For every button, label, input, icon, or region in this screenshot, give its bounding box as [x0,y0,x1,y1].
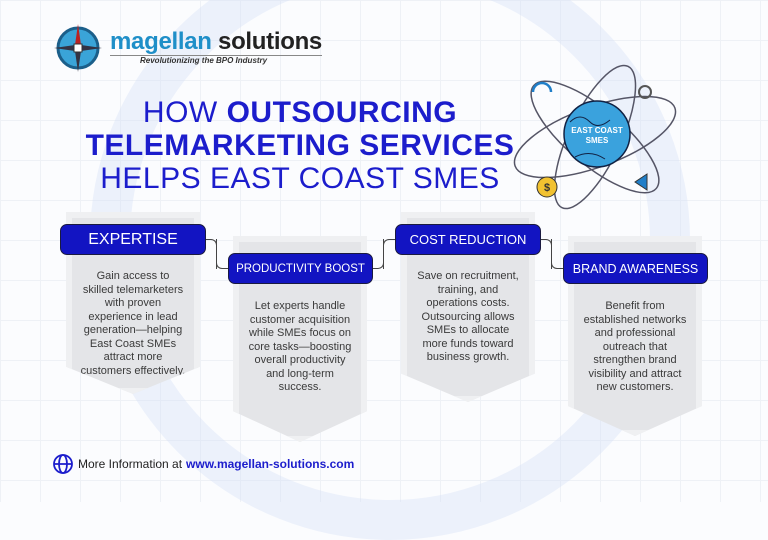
title-line1b: OUTSOURCING [226,96,458,129]
footer-label: More Information at [78,457,183,471]
logo-name-b: solutions [218,28,322,55]
card-brand-title: BRAND AWARENESS [563,253,708,284]
globe-icon [53,454,73,474]
card-text: Benefit from established networks and pr… [583,300,687,393]
logo-tagline: Revolutionizing the BPO Industry [110,55,322,66]
card-text: Let experts handle customer acquisition … [248,300,352,393]
card-text: Save on recruitment, training, and opera… [417,270,519,363]
gear-icon [638,85,652,99]
headset-icon [531,81,553,93]
svg-text:SMES: SMES [586,136,609,145]
card-text: Gain access to skilled telemarketers wit… [80,270,186,377]
globe-label: EAST COAST [571,126,623,135]
card-productivity-title: PRODUCTIVITY BOOST [228,253,373,284]
title-line2: TELEMARKETING SERVICES [85,129,515,162]
logo: magellan solutions Revolutionizing the B… [52,22,322,74]
svg-text:$: $ [544,182,550,194]
compass-icon [54,24,102,72]
footer-link[interactable]: www.magellan-solutions.com [186,457,355,471]
megaphone-icon [634,173,648,191]
page-title: HOW OUTSOURCING TELEMARKETING SERVICES H… [60,96,540,195]
logo-name-a: magellan [110,28,212,55]
footer: More Information at www.magellan-solutio… [52,453,354,475]
title-line3: HELPS EAST COAST SMES [100,162,500,195]
title-line1a: HOW [142,96,227,129]
coin-icon [536,176,558,198]
card-cost-title: COST REDUCTION [395,224,541,255]
card-expertise-title: EXPERTISE [60,224,206,255]
globe-atom-illustration: EAST COAST SMES $ [513,64,677,210]
